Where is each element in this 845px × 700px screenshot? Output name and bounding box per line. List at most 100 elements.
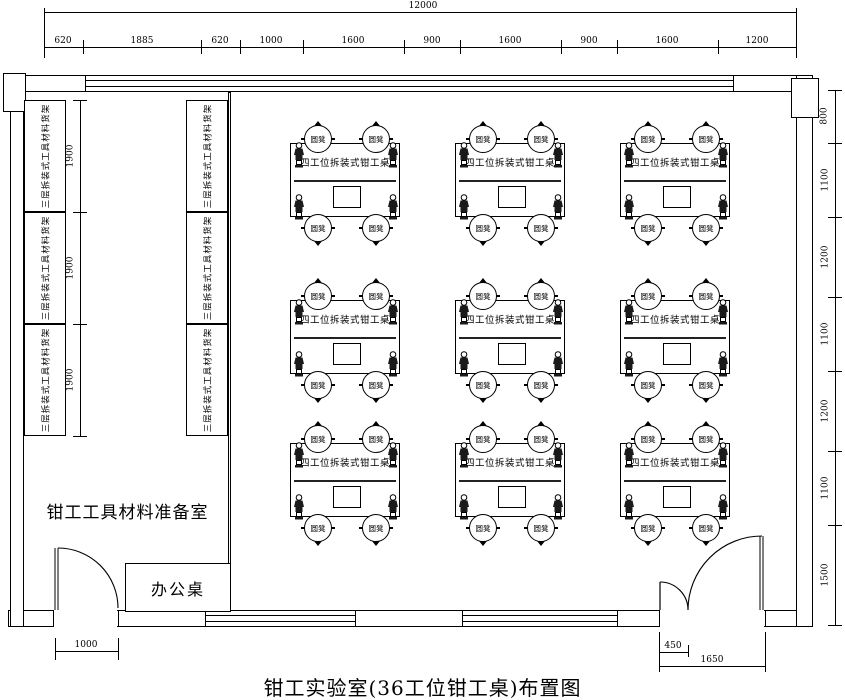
- stool-notch: [479, 241, 487, 246]
- pillar-top-right: [791, 78, 819, 118]
- window-band-line: [462, 621, 617, 622]
- bench-vise-icon: [387, 442, 399, 468]
- dim-extension: [688, 645, 689, 657]
- dim-extension: [765, 632, 766, 672]
- bench-vise-icon: [717, 351, 729, 377]
- stool-tab: [689, 295, 693, 297]
- bench-vise-icon: [458, 142, 470, 168]
- stool-tab: [301, 138, 305, 140]
- dim-tick: [83, 40, 84, 54]
- stool-tab: [524, 138, 528, 140]
- pillar-top-left: [3, 73, 26, 112]
- stool-tab: [301, 384, 305, 386]
- worktable-label: 四工位拆装式钳工桌: [629, 458, 720, 469]
- worktable: 四工位拆装式钳工桌圆凳圆凳圆凳圆凳: [290, 421, 400, 546]
- stool-tab: [661, 295, 665, 297]
- round-stool: 圆凳: [301, 214, 335, 246]
- round-stool-label: 圆凳: [698, 134, 714, 144]
- stool-tab: [719, 138, 723, 140]
- stool-tab: [496, 138, 500, 140]
- dim-label-text: 1200: [820, 245, 830, 269]
- worktable-midline: [294, 337, 396, 339]
- dim-line-overall: [44, 12, 796, 13]
- dim-line-450: [659, 652, 688, 653]
- dim-label-overall: 12000: [408, 1, 438, 11]
- stool-tab: [524, 438, 528, 440]
- dim-label-right-segment: 1200: [810, 396, 840, 426]
- dim-label-1650: 1650: [700, 655, 724, 665]
- round-stool-label: 圆凳: [698, 223, 714, 233]
- bench-vise-icon: [552, 442, 564, 468]
- round-stool: 圆凳: [466, 371, 500, 403]
- dim-tick: [828, 451, 842, 452]
- stool-notch: [702, 541, 710, 546]
- round-stool-label: 圆凳: [310, 223, 326, 233]
- worktable-midline: [624, 337, 726, 339]
- stool-tab: [554, 384, 558, 386]
- round-stool: 圆凳: [466, 421, 500, 453]
- worktable-label: 四工位拆装式钳工桌: [299, 315, 390, 326]
- stool-tab: [389, 527, 393, 529]
- round-stool: 圆凳: [524, 214, 558, 246]
- dim-label-top-segment: 900: [423, 36, 441, 46]
- stool-tab: [359, 527, 363, 529]
- round-stool-label: 圆凳: [368, 380, 384, 390]
- round-stool-label: 圆凳: [698, 434, 714, 444]
- round-stool: 圆凳: [631, 514, 665, 546]
- stool-notch: [479, 278, 487, 283]
- round-stool: 圆凳: [524, 421, 558, 453]
- round-stool-label: 圆凳: [310, 380, 326, 390]
- bench-vise-icon: [552, 142, 564, 168]
- window-divider: [617, 610, 618, 627]
- worktable-label: 四工位拆装式钳工桌: [629, 158, 720, 169]
- window-divider: [85, 75, 86, 92]
- stool-notch: [372, 241, 380, 246]
- worktable: 四工位拆装式钳工桌圆凳圆凳圆凳圆凳: [620, 278, 730, 403]
- stool-tab: [389, 438, 393, 440]
- stool-tab: [466, 384, 470, 386]
- dim-tick: [561, 40, 562, 54]
- worktable-drawer: [333, 486, 361, 508]
- dim-label-right-segment: 1500: [810, 560, 840, 590]
- stool-tab: [631, 295, 635, 297]
- round-stool-label: 圆凳: [310, 291, 326, 301]
- bench-vise-icon: [387, 194, 399, 220]
- stool-notch: [537, 421, 545, 426]
- worktable-drawer: [498, 486, 526, 508]
- stool-notch: [372, 398, 380, 403]
- stool-tab: [389, 227, 393, 229]
- stool-notch: [644, 421, 652, 426]
- stool-tab: [496, 438, 500, 440]
- stool-tab: [359, 138, 363, 140]
- worktable-drawer: [663, 186, 691, 208]
- bench-vise-icon: [623, 442, 635, 468]
- round-stool: 圆凳: [524, 278, 558, 310]
- dim-label-top-segment: 1885: [130, 36, 154, 46]
- dim-line-segments: [44, 47, 796, 48]
- worktable-drawer: [663, 486, 691, 508]
- round-stool-label: 圆凳: [475, 134, 491, 144]
- window-divider: [733, 75, 734, 92]
- stool-tab: [331, 295, 335, 297]
- dim-tick: [73, 212, 87, 213]
- bench-vise-icon: [552, 494, 564, 520]
- bench-vise-icon: [387, 494, 399, 520]
- stool-tab: [719, 384, 723, 386]
- stool-tab: [331, 227, 335, 229]
- material-shelf: 三层拆装式工具材料货架: [186, 100, 228, 212]
- round-stool-label: 圆凳: [475, 523, 491, 533]
- stool-tab: [331, 438, 335, 440]
- worktable-midline: [459, 480, 561, 482]
- round-stool: 圆凳: [359, 214, 393, 246]
- worktable-drawer: [333, 343, 361, 365]
- stool-notch: [702, 121, 710, 126]
- stool-notch: [314, 541, 322, 546]
- window-band-line: [85, 86, 733, 87]
- bench-vise-icon: [458, 442, 470, 468]
- dim-tick: [828, 525, 842, 526]
- prep-room-label: 钳工工具材料准备室: [46, 503, 209, 523]
- material-shelf: 三层拆装式工具材料货架: [24, 100, 66, 212]
- stool-notch: [537, 541, 545, 546]
- stool-tab: [331, 384, 335, 386]
- worktable: 四工位拆装式钳工桌圆凳圆凳圆凳圆凳: [455, 278, 565, 403]
